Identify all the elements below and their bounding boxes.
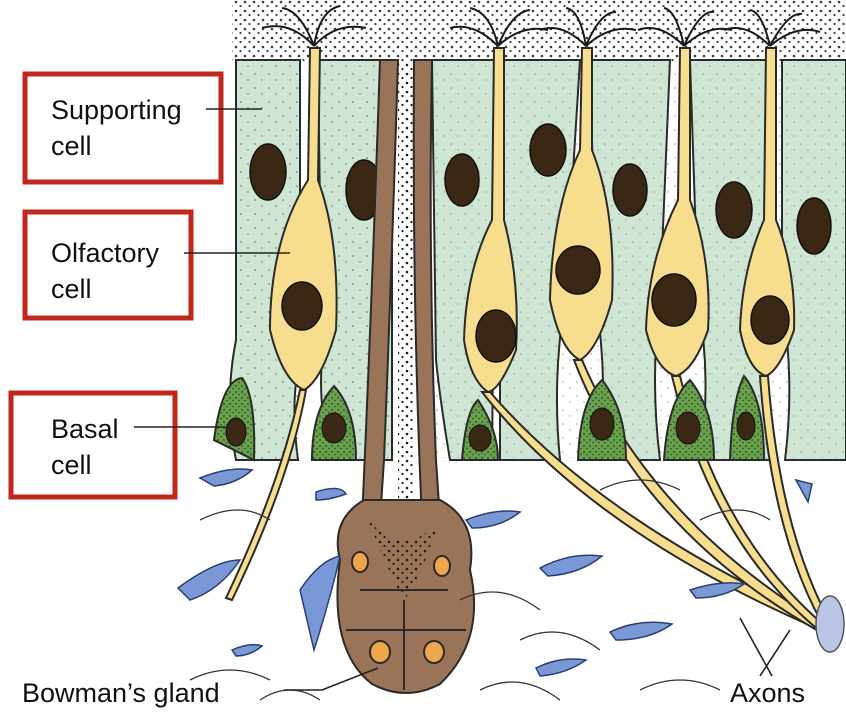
axons-leader <box>740 618 790 676</box>
basal-cell-label-box <box>11 393 175 497</box>
axons-label: Axons <box>730 678 805 708</box>
supporting-cell-label-box <box>25 74 221 182</box>
axon-bundle <box>816 596 844 652</box>
olfactory-cell-label-line2: cell <box>51 274 92 304</box>
mucus-layer <box>232 0 846 62</box>
supporting-cell-label-line1: Supporting <box>51 95 182 125</box>
basal-cell-label-line1: Basal <box>51 414 119 444</box>
bowmans-gland-label: Bowman’s gland <box>22 678 220 708</box>
basal-cell-label-line2: cell <box>51 450 92 480</box>
olfactory-cell-label-line1: Olfactory <box>51 238 160 268</box>
supporting-cell-label-line2: cell <box>51 131 92 161</box>
